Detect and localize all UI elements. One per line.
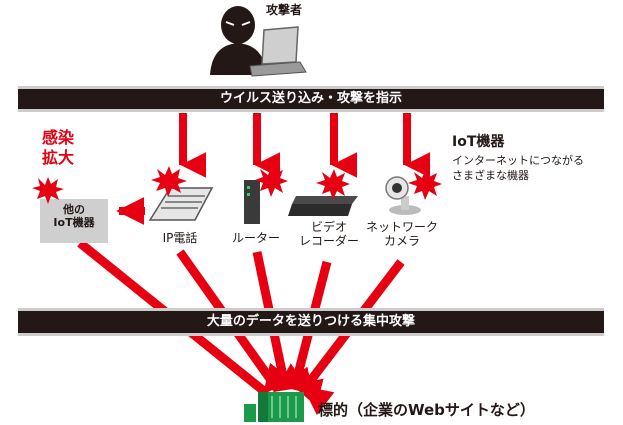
infection-label: 感染 拡大 (42, 128, 74, 168)
video-recorder-label-line1: ビデオ (310, 220, 347, 234)
attacker-label: 攻撃者 (266, 3, 303, 17)
other-iot-label: 他の IoT機器 (40, 203, 108, 229)
iot-desc-line2: さまざまな機器 (452, 169, 529, 182)
infection-burst-icon (32, 177, 64, 204)
ip-phone-label: IP電話 (162, 231, 198, 245)
infection-burst-icon (255, 166, 288, 197)
camera-label-line2: カメラ (383, 233, 420, 248)
ip-phone-icon (148, 187, 214, 221)
router-label: ルーター (231, 231, 280, 245)
target-label: 標的（企業のWebサイトなど） (318, 401, 535, 419)
other-iot-box (40, 199, 108, 243)
command-arrows (116, 113, 431, 225)
video-recorder-icon (288, 196, 358, 216)
laptop-icon (249, 26, 307, 77)
infection-burst-icon (151, 166, 187, 197)
infection-label-line1: 感染 (42, 128, 75, 147)
infection-label-line2: 拡大 (42, 148, 75, 167)
camera-label-line1: ネットワーク (365, 220, 438, 234)
video-recorder-label: ビデオ レコーダー (284, 220, 374, 249)
other-iot-label-line2: IoT機器 (53, 215, 95, 229)
iot-title: IoT機器 (452, 134, 505, 150)
video-recorder-label-line2: レコーダー (298, 233, 359, 248)
command-bar: ウイルス送り込み・攻撃を指示 (18, 86, 604, 112)
attack-bar: 大量のデータを送りつける集中攻撃 (18, 308, 604, 336)
other-iot-label-line1: 他の (63, 203, 85, 216)
camera-icon (385, 176, 421, 215)
camera-label: ネットワーク カメラ (356, 220, 448, 249)
target-building-icon (244, 392, 304, 422)
infection-bursts (32, 166, 442, 204)
infection-burst-icon (316, 169, 350, 200)
attacker-icon (210, 6, 266, 75)
infection-burst-icon (408, 169, 442, 200)
router-icon (244, 180, 260, 224)
iot-desc-line1: インターネットにつながる (452, 154, 584, 167)
